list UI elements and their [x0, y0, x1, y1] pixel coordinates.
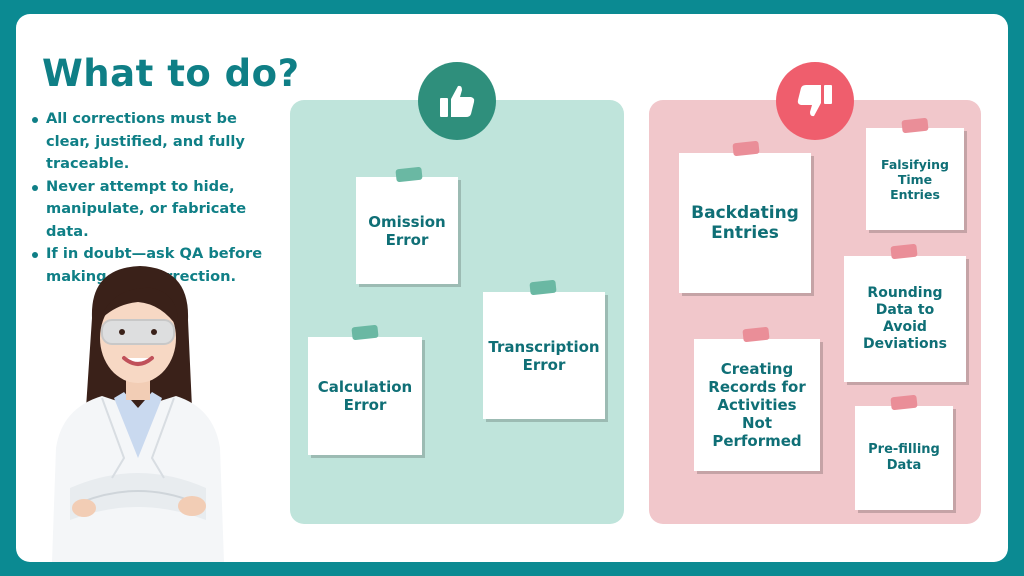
do-badge	[418, 62, 496, 140]
tape	[351, 324, 379, 341]
tape	[395, 166, 423, 183]
note-transcription-error: Transcription Error	[483, 292, 605, 419]
guidance-item: All corrections must be clear, justified…	[30, 108, 285, 176]
note-backdating-entries: Backdating Entries	[679, 153, 811, 293]
tape	[742, 326, 770, 343]
note-pre-filling-data: Pre-filling Data	[855, 406, 953, 510]
tape	[901, 117, 929, 134]
thumbs-up-icon	[440, 85, 475, 117]
note-falsifying-time-entries: Falsifying Time Entries	[866, 128, 964, 230]
guidance-list: All corrections must be clear, justified…	[30, 108, 285, 288]
note-calculation-error: Calculation Error	[308, 337, 422, 455]
scientist-illustration	[52, 266, 224, 562]
tape	[890, 394, 918, 411]
note-rounding-data: Rounding Data to Avoid Deviations	[844, 256, 966, 382]
tape	[732, 140, 760, 157]
guidance-item: If in doubt—ask QA before making any cor…	[30, 243, 285, 288]
tape	[529, 279, 557, 296]
note-omission-error: Omission Error	[356, 177, 458, 284]
note-creating-records: Creating Records for Activities Not Perf…	[694, 339, 820, 471]
guidance-item: Never attempt to hide, manipulate, or fa…	[30, 176, 285, 244]
tape	[890, 243, 918, 260]
dont-badge	[776, 62, 854, 140]
thumbs-down-icon	[797, 85, 832, 117]
page-title: What to do?	[42, 52, 300, 95]
